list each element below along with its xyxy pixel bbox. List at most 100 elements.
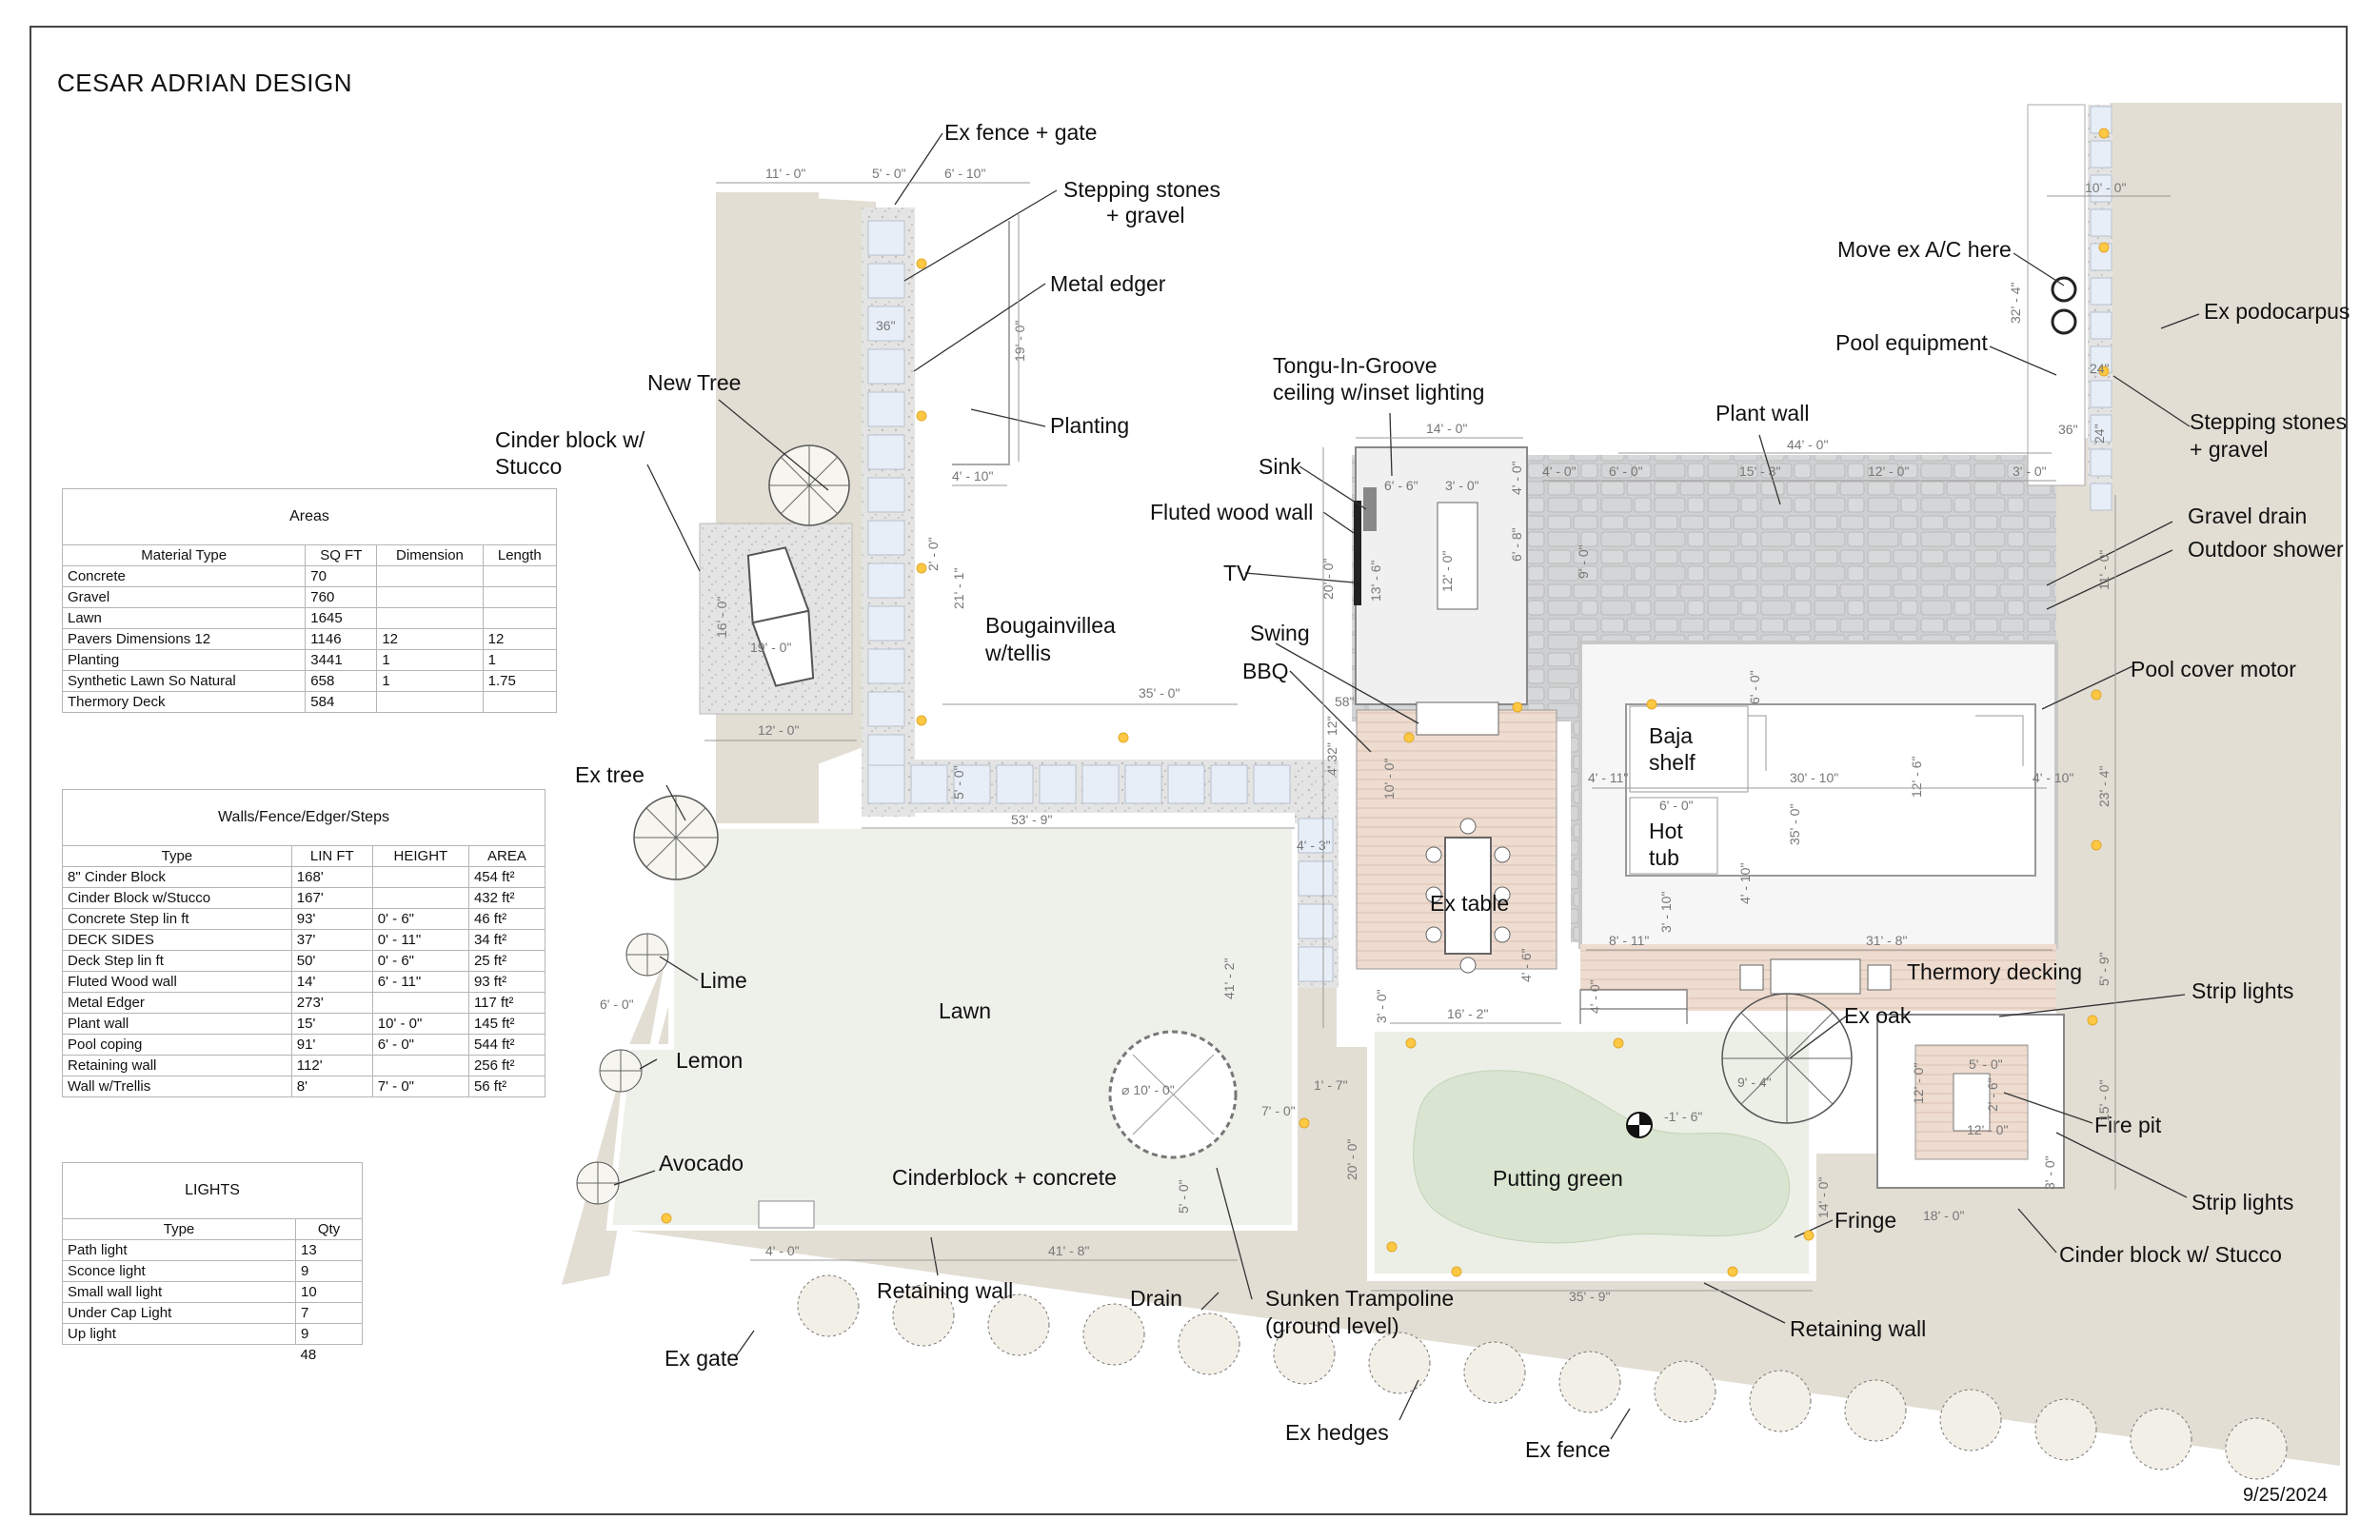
label-bougainvillea-trellis: w/tellis <box>984 641 1051 665</box>
table-cell: Cinder Block w/Stucco <box>62 887 292 909</box>
stepping-stone <box>1124 764 1162 804</box>
light-marker <box>1512 701 1523 713</box>
svg-text:10' - 0": 10' - 0" <box>1381 759 1397 800</box>
svg-text:15' - 0": 15' - 0" <box>2096 1080 2112 1121</box>
table-cell: Path light <box>62 1239 296 1261</box>
col-lin-ft: LIN FT <box>290 845 373 867</box>
svg-text:12' - 0": 12' - 0" <box>1911 1063 1926 1104</box>
lights-total: 48 <box>300 1347 317 1363</box>
svg-text:35' - 9": 35' - 9" <box>1569 1289 1610 1304</box>
light-markers <box>661 128 2110 1277</box>
hedge-icon <box>1273 1322 1336 1385</box>
stepping-stone <box>1298 903 1334 939</box>
label-tv: TV <box>1223 561 1252 585</box>
table-cell: Pool coping <box>62 1034 292 1056</box>
light-marker <box>1299 1117 1310 1129</box>
label-new-tree: New Tree <box>647 370 741 395</box>
table-cell: 10' - 0" <box>371 1013 469 1035</box>
stepping-stone <box>1167 764 1205 804</box>
svg-text:36": 36" <box>876 318 896 333</box>
hedge-icon <box>892 1284 955 1347</box>
col-sqft: SQ FT <box>305 544 378 566</box>
label-pool-equipment: Pool equipment <box>1835 330 1988 355</box>
label-putting-green: Putting green <box>1493 1166 1623 1191</box>
table-cell: Wall w/Trellis <box>62 1076 292 1097</box>
label-tongue-groove-ceiling: ceiling w/inset lighting <box>1273 380 1484 405</box>
table-cell: 1.75 <box>482 670 558 692</box>
svg-text:5' - 0": 5' - 0" <box>1176 1179 1191 1214</box>
table-cell: 12 <box>482 628 558 650</box>
label-cinder-block: Cinder block w/ <box>495 427 645 452</box>
label-ex-fence-gate: Ex fence + gate <box>944 120 1097 145</box>
lights-title: LIGHTS <box>62 1162 363 1218</box>
svg-text:16' - 2": 16' - 2" <box>1447 1006 1488 1021</box>
svg-text:35' - 0": 35' - 0" <box>1139 685 1180 701</box>
hedge-icon <box>987 1293 1050 1356</box>
new-tree-icon <box>768 444 850 526</box>
table-cell: 93 ft² <box>467 971 546 993</box>
svg-text:4' - 6": 4' - 6" <box>1518 948 1534 982</box>
svg-text:41' - 8": 41' - 8" <box>1048 1243 1089 1258</box>
svg-text:8' - 11": 8' - 11" <box>1609 933 1649 948</box>
light-marker <box>1613 1037 1624 1049</box>
svg-text:6' - 0": 6' - 0" <box>600 997 634 1012</box>
label-ex-gate: Ex gate <box>664 1346 739 1371</box>
svg-text:13' - 6": 13' - 6" <box>1368 561 1383 602</box>
label-ex-hedges: Ex hedges <box>1285 1420 1389 1445</box>
walls-title: Walls/Fence/Edger/Steps <box>62 789 545 845</box>
col-height: HEIGHT <box>371 845 469 867</box>
dining-table-icon <box>1425 818 1511 974</box>
hedge-icon <box>1654 1360 1716 1423</box>
label-stepping-stones-east: Stepping stones <box>2190 409 2347 434</box>
label-ex-oak: Ex oak <box>1844 1003 1912 1028</box>
label-fluted-wood-wall: Fluted wood wall <box>1150 500 1313 524</box>
label-hot-tub: tub <box>1649 845 1679 870</box>
putting-green <box>1413 1070 1790 1244</box>
stepping-stone <box>2090 277 2112 306</box>
table-cell: 50' <box>290 950 373 972</box>
stepping-stone <box>2090 311 2112 340</box>
col-dimension: Dimension <box>376 544 484 566</box>
light-marker <box>2098 128 2110 139</box>
label-ex-tree: Ex tree <box>575 762 645 787</box>
label-sink: Sink <box>1259 454 1301 479</box>
svg-text:12' - 0": 12' - 0" <box>1439 551 1455 592</box>
svg-text:6' - 0": 6' - 0" <box>1747 670 1762 704</box>
hedge-icon <box>2130 1408 2192 1471</box>
stepping-stone <box>1039 764 1077 804</box>
table-cell: 13 <box>295 1239 363 1261</box>
stepping-stone <box>867 263 905 299</box>
table-cell <box>371 887 469 909</box>
table-cell: Pavers Dimensions 12 <box>61 628 307 650</box>
hedge-icon <box>1749 1370 1812 1432</box>
stepping-stone <box>953 764 991 804</box>
stepping-stone <box>2090 448 2112 477</box>
label-hot: Hot <box>1649 819 1683 843</box>
table-cell: 0' - 6" <box>371 908 469 930</box>
svg-text:6' - 10": 6' - 10" <box>944 166 985 181</box>
table-cell <box>371 992 469 1014</box>
col-area: AREA <box>467 845 546 867</box>
table-cell: 8" Cinder Block <box>62 866 292 888</box>
table-cell: 145 ft² <box>467 1013 546 1035</box>
svg-text:1' - 7": 1' - 7" <box>1314 1077 1348 1093</box>
sunken-trampoline <box>1108 1030 1238 1159</box>
table-cell: DECK SIDES <box>62 929 292 951</box>
label-drain: Drain <box>1130 1286 1182 1311</box>
stepping-stone <box>1081 764 1120 804</box>
stepping-stone <box>867 734 905 770</box>
table-cell: 34 ft² <box>467 929 546 951</box>
svg-text:6' - 0": 6' - 0" <box>1659 798 1694 813</box>
table-cell <box>482 607 558 629</box>
light-marker <box>916 258 927 269</box>
svg-text:12' - 0": 12' - 0" <box>1868 464 1909 479</box>
table-cell: 7 <box>295 1302 363 1324</box>
svg-text:4' - 0": 4' - 0" <box>1509 461 1524 495</box>
light-marker <box>661 1213 672 1224</box>
light-marker <box>916 563 927 574</box>
